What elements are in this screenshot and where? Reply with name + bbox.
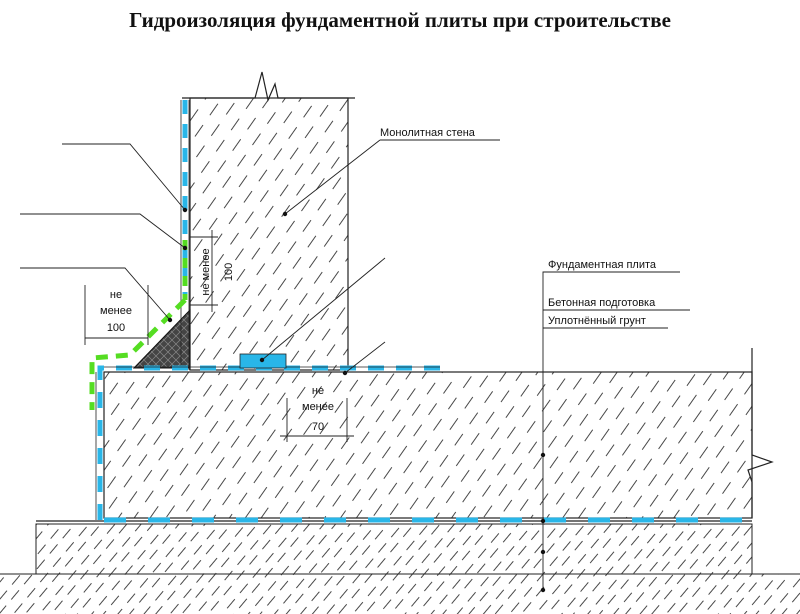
dim-slab-line2: менее <box>302 401 334 413</box>
monolithic-wall <box>182 71 355 371</box>
wall-membrane <box>180 100 190 370</box>
label-slab: Фундаментная плита <box>548 259 657 271</box>
dim-fillet-line1: не <box>110 289 122 301</box>
leader-dots <box>167 207 546 593</box>
label-concrete-prep: Бетонная подготовка <box>548 297 656 309</box>
dim-slab-value: 70 <box>312 421 324 433</box>
fillet <box>132 308 191 369</box>
label-soil: Уплотнённый грунт <box>548 315 646 327</box>
dim-fillet-value: 100 <box>107 322 125 334</box>
dimension-fillet: не менее 100 <box>84 285 149 345</box>
dimension-slab-overlap: не менее 70 <box>280 385 354 442</box>
foundation-slab <box>103 348 774 519</box>
dimension-wall-overlap: не менее 100 <box>190 230 235 312</box>
dim-wall-value: 100 <box>223 263 235 281</box>
page-title: Гидроизоляция фундаментной плиты при стр… <box>129 8 671 32</box>
dim-wall-text: не менее <box>200 248 212 295</box>
dim-slab-line1: не <box>312 385 324 397</box>
leader-lines <box>20 139 690 590</box>
dim-fillet-line2: менее <box>100 305 132 317</box>
label-wall: Монолитная стена <box>380 127 476 139</box>
soil-layer <box>0 523 800 614</box>
